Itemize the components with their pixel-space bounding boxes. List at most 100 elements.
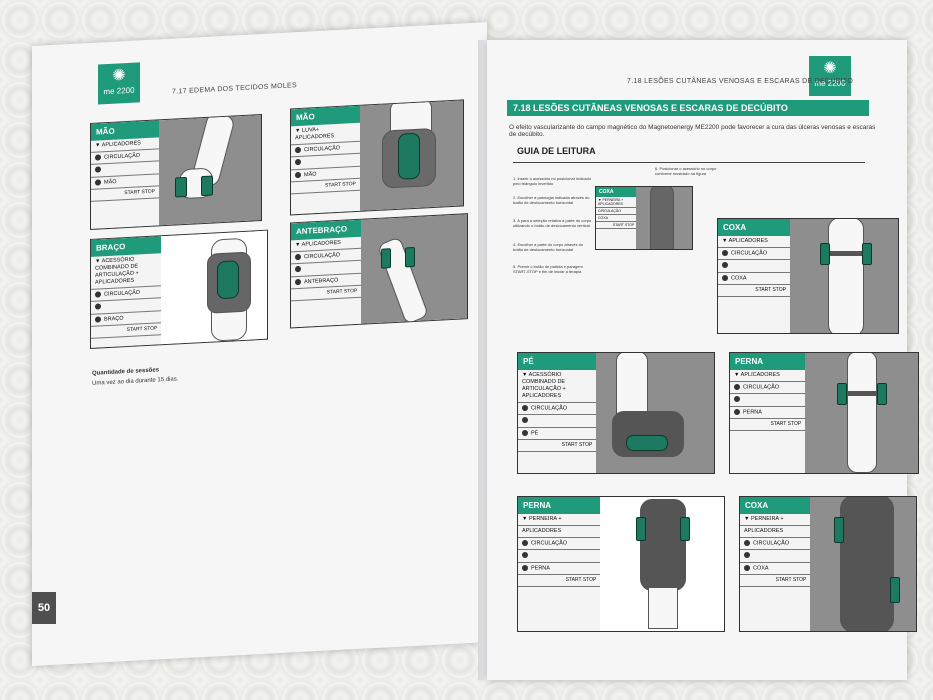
row-label: CIRCULAÇÃO: [531, 540, 568, 547]
button-icon: [722, 262, 728, 269]
applicator: [837, 383, 848, 405]
intro-text: O efeito vascularizante do campo magnéti…: [509, 124, 876, 138]
row-label: MÃO: [104, 178, 117, 186]
leg-shape: [648, 587, 679, 629]
section-title: 7.18 LESÕES CUTÂNEAS VENOSAS E ESCARAS D…: [507, 100, 869, 116]
panel-title: COXA: [740, 497, 811, 514]
panel-title: PERNA: [518, 497, 601, 514]
device-menu: COXA ▼ PERNEIRA + APLICADORES CIRCULAÇÃO…: [740, 497, 812, 631]
row-label: CIRCULAÇÃO: [743, 384, 780, 391]
menu-row: CIRCULAÇÃO: [518, 538, 601, 551]
applicator: [862, 243, 872, 265]
applicator: [381, 248, 392, 269]
menu-row: [718, 260, 790, 273]
row-label: START STOP: [126, 325, 158, 334]
button-icon: [734, 408, 740, 415]
left-page: ✺me 2200 7.17 EDEMA DOS TECIDOS MOLES MÃ…: [32, 22, 487, 666]
applicator: [890, 577, 901, 603]
instruction-panel: BRAÇO ▼ ACESSÓRIO COMBINADO DE ARTICULAÇ…: [90, 229, 268, 349]
device-menu: PERNA ▼ PERNEIRA + APLICADORES CIRCULAÇÃ…: [518, 497, 602, 631]
illustration: [600, 497, 724, 631]
start-stop-row: START STOP: [740, 575, 811, 588]
guide-title: GUIA DE LEITURA: [517, 146, 596, 156]
menu-row: ▼ PERNEIRA +: [740, 514, 811, 526]
row-label: START STOP: [325, 181, 356, 190]
illustration: [810, 497, 916, 631]
start-stop-row: START STOP: [291, 179, 360, 195]
menu-row: CIRCULAÇÃO: [740, 538, 811, 551]
row-label: CIRCULAÇÃO: [753, 540, 790, 547]
button-icon: [722, 274, 728, 281]
instruction-panel: COXA ▼ PERNEIRA + APLICADORES CIRCULAÇÃO…: [739, 496, 917, 632]
illustration: [359, 99, 463, 211]
leg-shape: [828, 219, 864, 333]
divider: [513, 162, 865, 163]
row-label: PERNEIRA +: [528, 516, 562, 522]
row-label: START STOP: [561, 442, 593, 449]
button-icon: [295, 171, 301, 179]
applicator: [626, 435, 669, 451]
button-icon: [734, 396, 740, 403]
start-stop-row: START STOP: [596, 222, 637, 229]
panel-title: COXA: [596, 187, 637, 197]
device-menu: ANTEBRAÇO ▼ APLICADORES CIRCULAÇÃO ANTEB…: [291, 219, 363, 328]
applicator: [834, 517, 845, 543]
right-page: ✺me 2200 7.18 LESÕES CUTÂNEAS VENOSAS E …: [487, 40, 919, 680]
illustration: [790, 219, 898, 333]
button-icon: [95, 291, 101, 298]
row-label: CIRCULAÇÃO: [731, 250, 768, 257]
button-icon: [95, 154, 101, 161]
row-label: CIRCULAÇÃO: [304, 145, 341, 154]
row-label: PERNA: [743, 409, 762, 416]
illustration: [805, 353, 918, 473]
button-icon: [295, 146, 301, 154]
menu-row: PERNA: [730, 407, 806, 420]
menu-row: ▼ ACESSÓRIO COMBINADO DE ARTICULAÇÃO + A…: [518, 370, 597, 403]
row-label: START STOP: [565, 577, 597, 584]
guide-panel: COXA ▼ PERNEIRA + APLICADORES CIRCULAÇÃO…: [595, 186, 693, 250]
brand-logo: ✺me 2200: [809, 56, 851, 96]
row-label: START STOP: [755, 287, 786, 294]
flower-icon: ✺: [112, 67, 126, 85]
row-label: START STOP: [612, 223, 635, 227]
panel-title: PERNA: [730, 353, 806, 370]
row-label: CIRCULAÇÃO: [104, 289, 141, 298]
menu-row: COXA: [718, 273, 790, 286]
applicator: [175, 176, 187, 198]
strap: [841, 391, 882, 396]
button-icon: [522, 552, 528, 559]
menu-row: [730, 394, 806, 407]
row-label: PERNEIRA +: [602, 198, 624, 202]
menu-row: APLICADORES: [740, 526, 811, 538]
row-label: APLICADORES: [522, 528, 562, 534]
menu-row: CIRCULAÇÃO: [596, 208, 637, 215]
thigh-wrap: [840, 497, 895, 631]
instruction-panel: MÃO ▼ APLICADORES CIRCULAÇÃO MÃO START S…: [90, 113, 262, 230]
row-label: CIRCULAÇÃO: [531, 405, 568, 412]
row-label: ACESSÓRIO COMBINADO DE ARTICULAÇÃO + APL…: [522, 372, 566, 399]
section-header: 7.18 LESÕES CUTÂNEAS VENOSAS E ESCARAS D…: [627, 78, 854, 85]
button-icon: [734, 384, 740, 390]
row-label: COXA: [731, 275, 747, 282]
strap: [824, 251, 866, 256]
start-stop-row: START STOP: [91, 186, 159, 203]
row-label: LUVA+ APLICADORES: [295, 126, 335, 142]
start-stop-row: START STOP: [518, 575, 601, 588]
menu-row: COXA: [596, 215, 637, 222]
row-label: CIRCULAÇÃO: [104, 152, 141, 161]
button-icon: [295, 159, 301, 166]
menu-row: CIRCULAÇÃO: [718, 248, 790, 261]
instruction-panel: PERNA ▼ APLICADORES CIRCULAÇÃO PERNA STA…: [729, 352, 919, 474]
illustration: [361, 214, 467, 325]
row-label: APLICADORES: [728, 238, 768, 244]
logo-text: me 2200: [814, 79, 846, 88]
instruction-panel: PERNA ▼ PERNEIRA + APLICADORES CIRCULAÇÃ…: [517, 496, 725, 632]
start-stop-row: START STOP: [718, 285, 790, 298]
button-icon: [744, 540, 750, 546]
button-icon: [522, 417, 528, 424]
section-header: 7.17 EDEMA DOS TECIDOS MOLES: [172, 82, 297, 96]
row-label: COXA: [753, 565, 769, 572]
row-label: START STOP: [775, 577, 807, 584]
row-label: PERNA: [531, 565, 550, 572]
applicator: [820, 243, 830, 265]
